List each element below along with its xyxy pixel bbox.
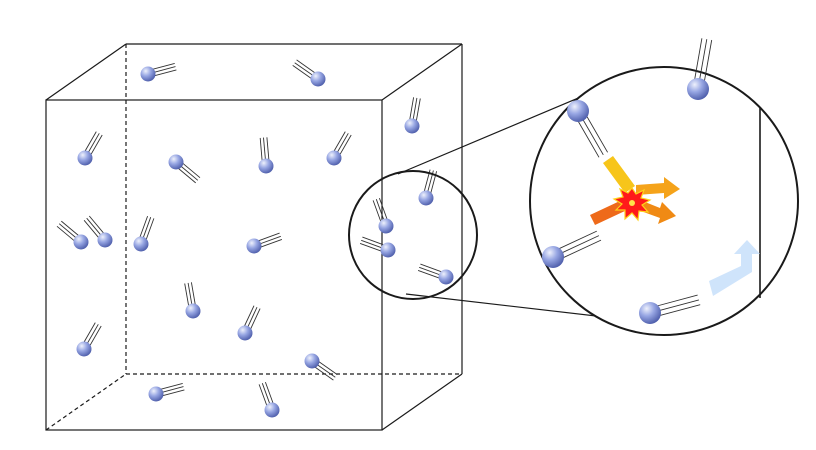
arrow-orange-outgoing [638,200,676,224]
gas-particle-icon [148,382,185,402]
collision-arrows [590,156,680,225]
gas-particle-icon [326,131,352,166]
magnified-region-circle [348,170,478,300]
gas-particle-icon [56,220,89,250]
gas-particle-icon [304,353,338,381]
gas-particle-icon [184,282,201,319]
gas-particle-icon [639,294,701,324]
gas-particle-icon [133,215,155,252]
arrow-yellow-outgoing [636,177,680,199]
gas-particle-icon [258,381,280,418]
arrow-orange-incoming [590,200,627,225]
arrow-yellow-incoming [603,156,635,193]
gas-particle-icon [404,97,421,134]
gas-particle-icon [542,230,602,268]
gas-particle-icon [83,215,113,248]
gas-particle-icon [567,100,608,158]
gas-particle-icon [237,305,261,341]
gas-particle-icon [292,59,326,87]
gas-particle-icon [76,322,102,357]
collision-burst-icon [612,186,652,222]
gas-particle-icon [359,236,396,258]
box-top-right-edge [381,43,463,101]
bounce-arrow-icon [709,240,760,296]
gas-particle-icon [77,131,103,166]
gas-particle-icon [372,197,394,234]
box-top-left-edge [45,43,127,101]
box-front-face [45,99,383,431]
gas-particle-icon [168,154,201,184]
gas-particle-icon [687,38,713,100]
gas-particle-icon [258,137,274,174]
box-particles [56,59,454,418]
gas-particle-icon [246,232,283,254]
gas-particle-icon [140,62,177,82]
gas-particle-icon [417,263,454,285]
box-hidden-edges [45,44,462,431]
container-box [45,43,463,431]
magnified-particles [542,38,713,324]
box-bottom-right-edge [381,373,463,431]
